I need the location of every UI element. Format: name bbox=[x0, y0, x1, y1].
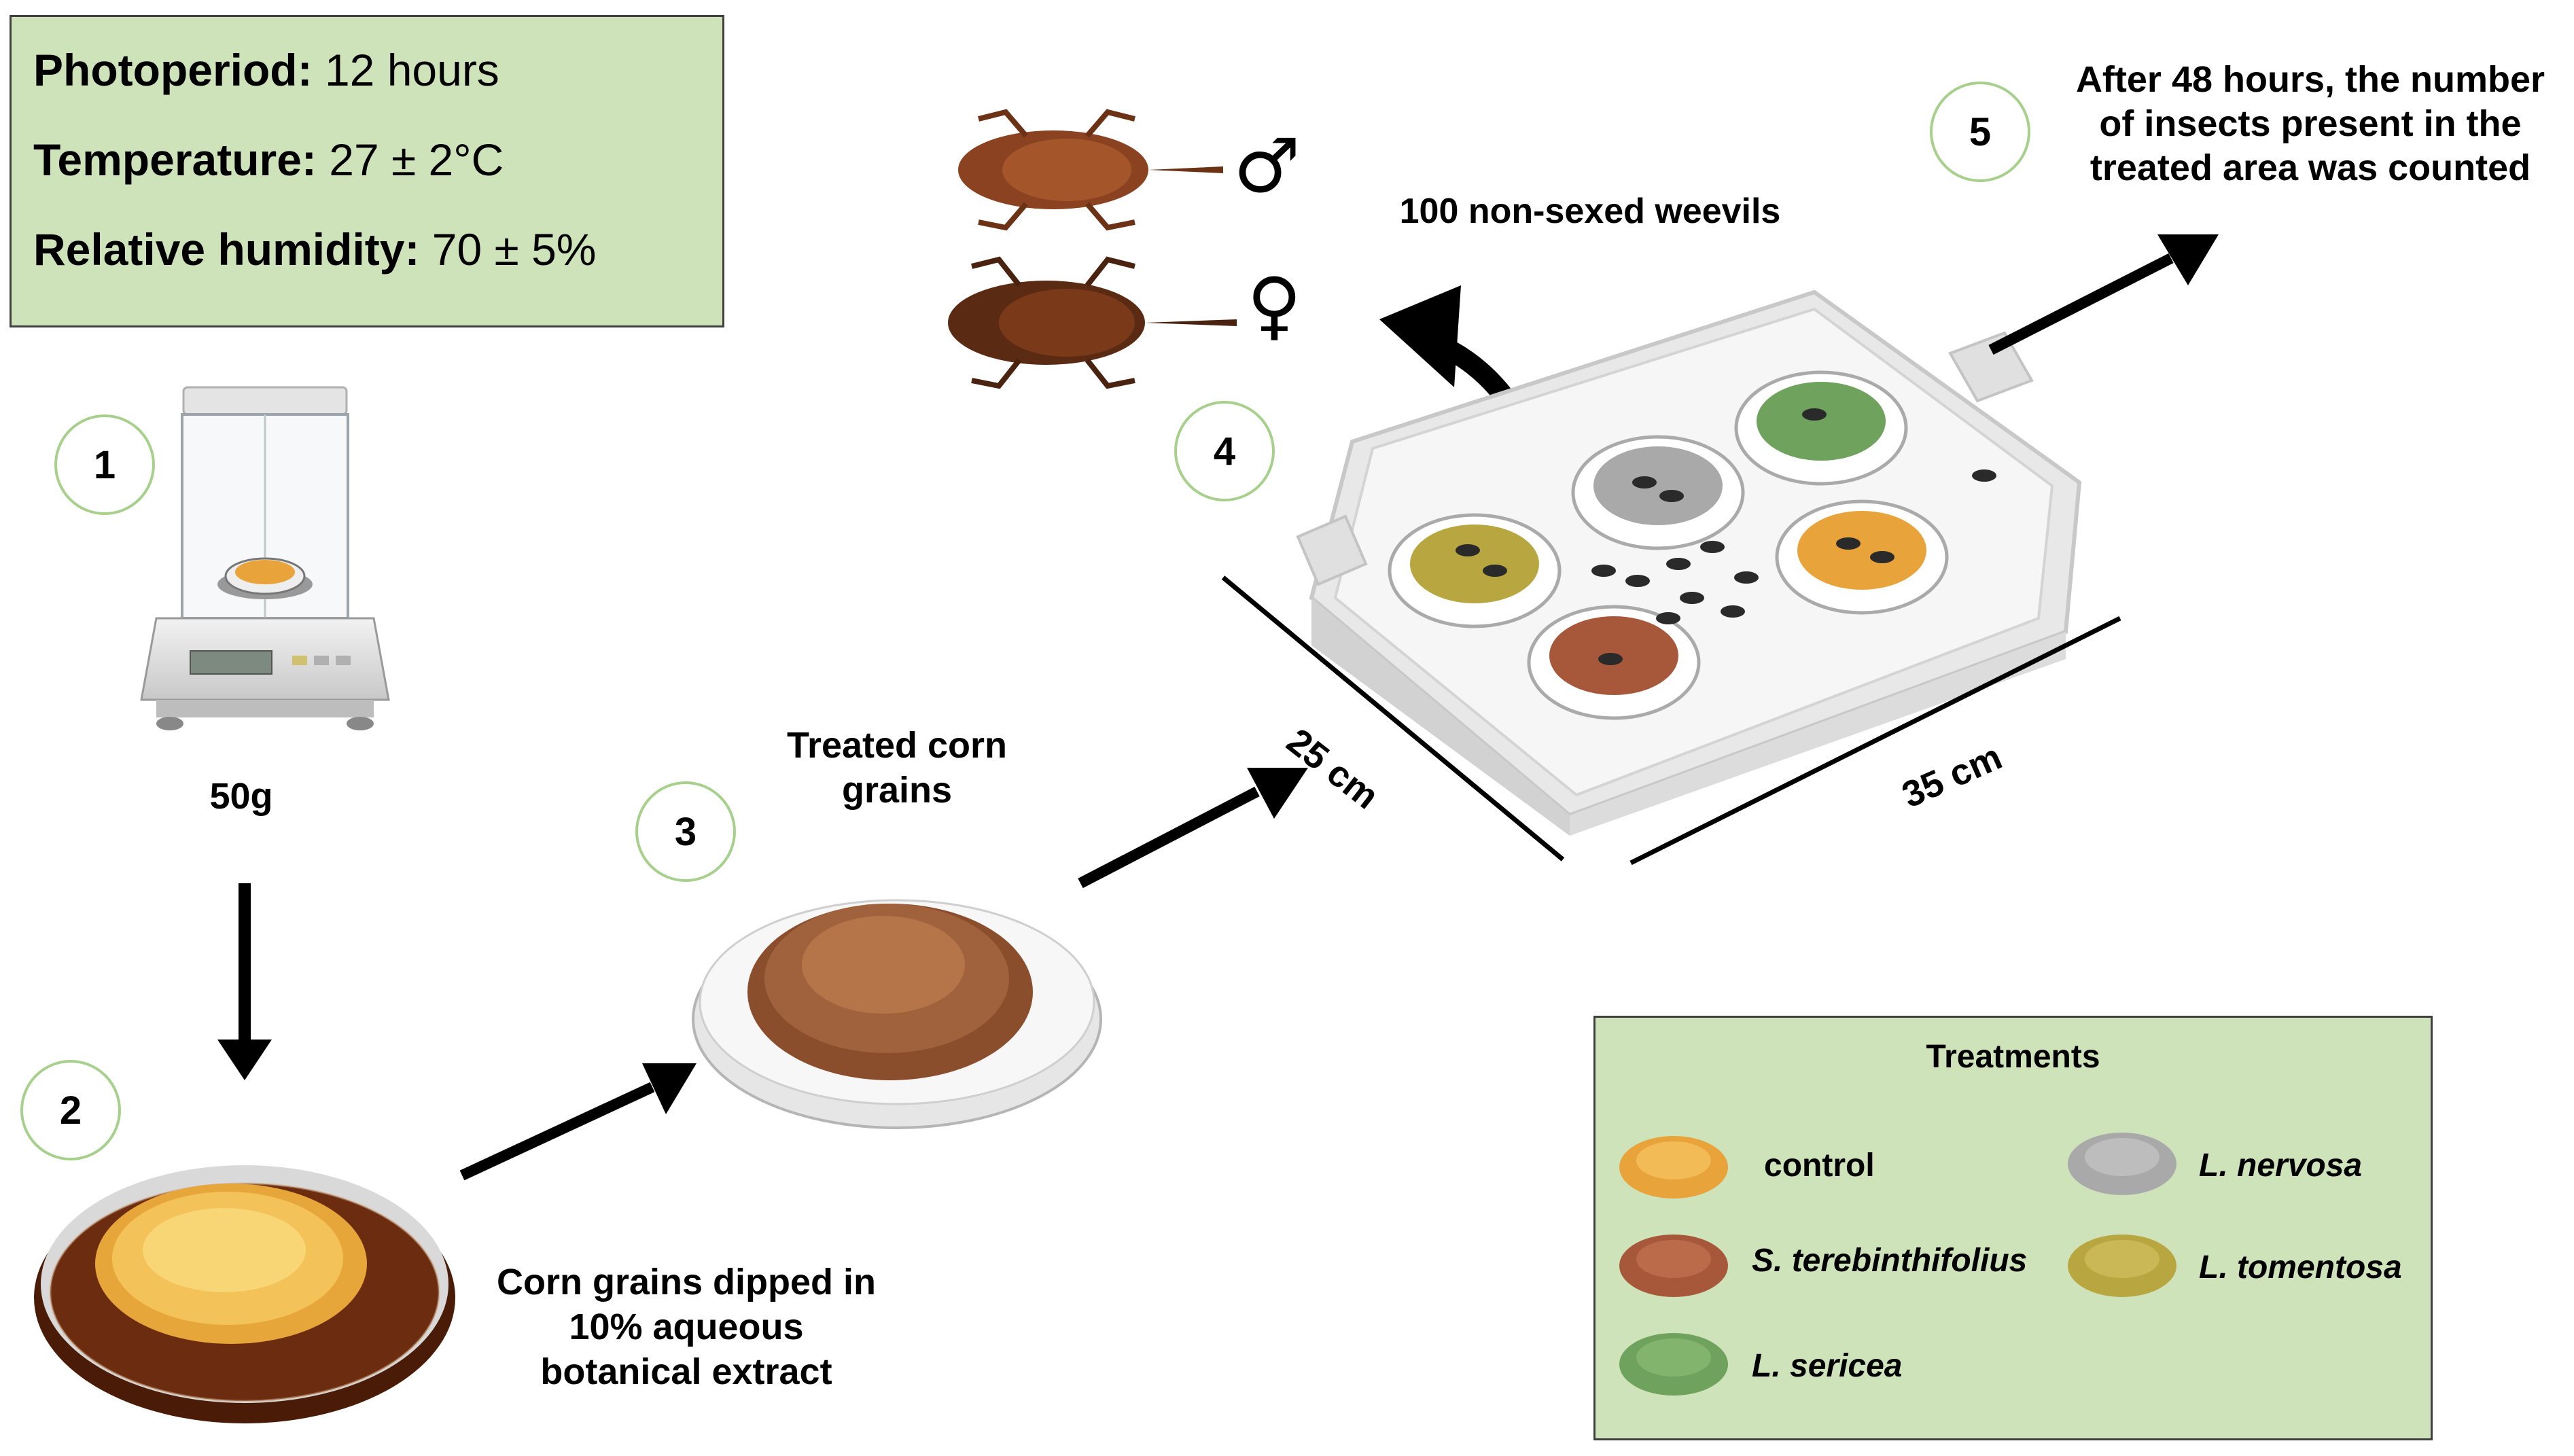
step-5-label-line-2: of insects present in the bbox=[2099, 103, 2522, 144]
arrow-icon bbox=[1988, 234, 2219, 355]
arrow-icon bbox=[217, 883, 272, 1080]
temperature-label: Temperature: bbox=[33, 135, 317, 185]
conditions-panel: Photoperiod: 12 hours Temperature: 27 ± … bbox=[10, 15, 724, 327]
female-symbol: ♀ bbox=[1247, 262, 1302, 349]
step-2-label-line-2: 10% aqueous bbox=[569, 1306, 804, 1347]
legend-label-control: control bbox=[1764, 1148, 1875, 1184]
step-5-marker: 5 bbox=[1930, 82, 2030, 182]
legend-title: Treatments bbox=[1926, 1039, 2100, 1075]
step-3-label: Treated corn grains bbox=[734, 724, 1060, 813]
grain-swatch-control bbox=[1619, 1136, 1728, 1198]
petri-dish-icon bbox=[692, 899, 1102, 1129]
step-2-label: Corn grains dipped in 10% aqueous botani… bbox=[448, 1260, 924, 1395]
step-4-label: 100 non-sexed weevils bbox=[1399, 192, 1781, 231]
step-2-label-line-1: Corn grains dipped in bbox=[496, 1262, 876, 1302]
humidity-line: Relative humidity: 70 ± 5% bbox=[33, 224, 597, 275]
grain-swatch-l-nervosa bbox=[2068, 1133, 2176, 1195]
temperature-line: Temperature: 27 ± 2°C bbox=[33, 134, 504, 185]
weevil-icon bbox=[958, 109, 1223, 231]
width-dimension-line bbox=[1221, 575, 1565, 862]
tray-icon bbox=[1296, 289, 2082, 836]
length-dimension-line bbox=[1629, 616, 2121, 866]
step-5-label: After 48 hours, the number of insects pr… bbox=[2052, 58, 2569, 190]
photoperiod-value: 12 hours bbox=[324, 45, 499, 95]
step-3-label-line-1: Treated corn bbox=[786, 725, 1008, 766]
humidity-label: Relative humidity: bbox=[33, 224, 420, 274]
weevil-icon bbox=[948, 256, 1237, 389]
temperature-value: 27 ± 2°C bbox=[329, 135, 504, 185]
arrow-icon bbox=[459, 1063, 697, 1181]
legend-label-s-terebinthifolius: S. terebinthifolius bbox=[1752, 1243, 2028, 1279]
grain-swatch-l-tomentosa bbox=[2068, 1235, 2176, 1297]
step-2-marker: 2 bbox=[20, 1060, 121, 1160]
step-2-label-line-3: botanical extract bbox=[540, 1351, 832, 1392]
photoperiod-label: Photoperiod: bbox=[33, 45, 313, 95]
arrow-icon bbox=[1078, 768, 1308, 889]
balance-icon bbox=[140, 386, 390, 730]
photoperiod-line: Photoperiod: 12 hours bbox=[33, 44, 499, 96]
step-4-marker: 4 bbox=[1174, 401, 1275, 501]
step-1-marker: 1 bbox=[54, 414, 155, 515]
grain-swatch-l-sericea bbox=[1619, 1333, 1728, 1396]
treatments-legend: Treatments control L. nervosa S. terebin… bbox=[1593, 1016, 2433, 1440]
step-5-label-line-1: After 48 hours, the number bbox=[2075, 59, 2545, 100]
step-1-label: 50g bbox=[209, 776, 273, 817]
legend-label-l-nervosa: L. nervosa bbox=[2199, 1148, 2363, 1184]
petri-dish-icon bbox=[34, 1165, 455, 1423]
humidity-value: 70 ± 5% bbox=[431, 224, 597, 274]
legend-label-l-tomentosa: L. tomentosa bbox=[2199, 1249, 2402, 1285]
step-3-label-line-2: grains bbox=[841, 769, 953, 811]
male-symbol: ♂ bbox=[1233, 122, 1301, 209]
grain-swatch-s-terebinthifolius bbox=[1619, 1235, 1728, 1297]
step-5-label-line-3: treated area was counted bbox=[2090, 147, 2531, 188]
step-3-marker: 3 bbox=[635, 781, 736, 882]
legend-label-l-sericea: L. sericea bbox=[1752, 1348, 1903, 1384]
